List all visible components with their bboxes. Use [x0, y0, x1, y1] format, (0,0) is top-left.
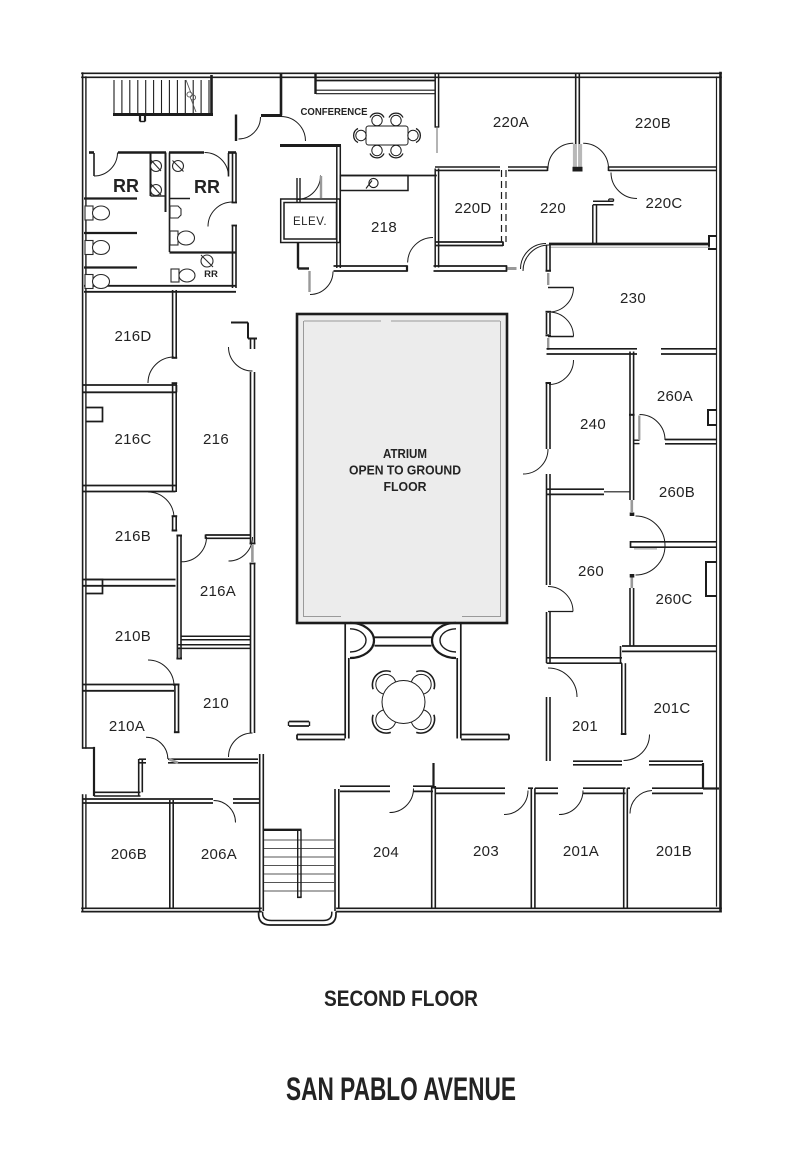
svg-text:201B: 201B	[656, 843, 692, 860]
svg-text:216A: 216A	[200, 583, 236, 600]
svg-text:216D: 216D	[114, 328, 151, 345]
svg-text:OPEN TO GROUND: OPEN TO GROUND	[349, 464, 461, 478]
svg-text:210A: 210A	[109, 718, 145, 735]
svg-text:260: 260	[578, 563, 604, 580]
svg-text:260A: 260A	[657, 388, 693, 405]
svg-text:220C: 220C	[645, 195, 682, 212]
svg-text:240: 240	[580, 416, 606, 433]
svg-text:216: 216	[203, 431, 229, 448]
svg-text:ELEV.: ELEV.	[293, 216, 327, 228]
svg-text:RR: RR	[204, 269, 218, 280]
svg-text:201A: 201A	[563, 843, 599, 860]
svg-text:SAN PABLO AVENUE: SAN PABLO AVENUE	[286, 1071, 516, 1107]
svg-text:201C: 201C	[653, 700, 690, 717]
svg-text:220A: 220A	[493, 114, 529, 131]
svg-text:210: 210	[203, 695, 229, 712]
svg-text:260B: 260B	[659, 484, 695, 501]
svg-text:216B: 216B	[115, 528, 151, 545]
svg-text:206A: 206A	[201, 846, 237, 863]
svg-text:RR: RR	[194, 177, 220, 197]
svg-text:220: 220	[540, 200, 566, 217]
svg-text:210B: 210B	[115, 628, 151, 645]
svg-text:260C: 260C	[655, 591, 692, 608]
svg-text:220B: 220B	[635, 115, 671, 132]
svg-text:ATRIUM: ATRIUM	[383, 447, 427, 461]
svg-text:204: 204	[373, 844, 399, 861]
svg-text:CONFERENCE: CONFERENCE	[301, 106, 368, 118]
svg-text:230: 230	[620, 290, 646, 307]
svg-text:FLOOR: FLOOR	[384, 480, 427, 494]
svg-text:203: 203	[473, 843, 499, 860]
svg-text:220D: 220D	[454, 200, 491, 217]
svg-text:SECOND FLOOR: SECOND FLOOR	[324, 986, 478, 1011]
svg-text:RR: RR	[113, 176, 139, 196]
svg-text:206B: 206B	[111, 846, 147, 863]
svg-text:201: 201	[572, 718, 598, 735]
svg-text:216C: 216C	[114, 431, 151, 448]
svg-text:218: 218	[371, 219, 397, 236]
